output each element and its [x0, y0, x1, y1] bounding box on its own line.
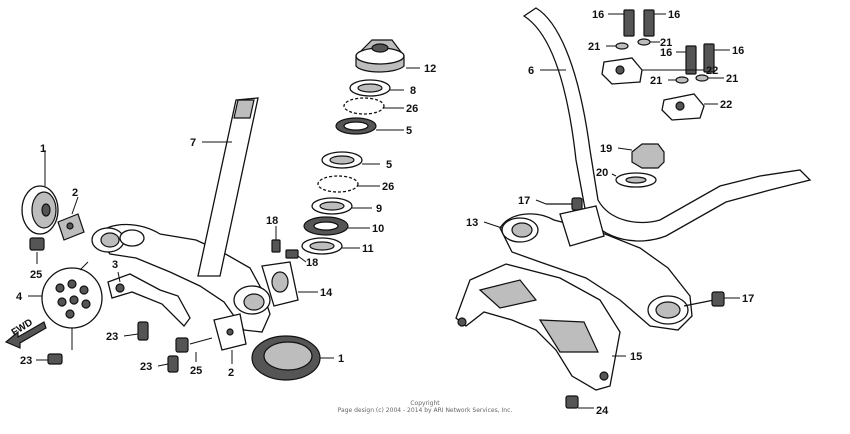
callout-16: 16: [732, 45, 744, 57]
callout-17: 17: [518, 195, 530, 207]
callout-26: 26: [382, 181, 394, 193]
callout-21: 21: [650, 75, 662, 87]
callout-19: 19: [600, 143, 612, 155]
callout-12: 12: [424, 63, 436, 75]
callout-16: 16: [668, 9, 680, 21]
handlebar-holder-part-22: [601, 57, 718, 121]
callout-4: 4: [16, 291, 23, 303]
callout-18: 18: [266, 215, 278, 227]
callout-23: 23: [140, 361, 152, 373]
callout-1: 1: [40, 143, 46, 155]
callout-23: 23: [106, 331, 118, 343]
bracket-part-left: [57, 196, 85, 241]
handlebar-part: [522, 7, 812, 242]
callout-13: 13: [466, 217, 478, 229]
callout-21: 21: [660, 37, 672, 49]
callout-25: 25: [30, 269, 42, 281]
lower-fork-bridge-part: [91, 223, 271, 333]
stem-nut-part: [617, 143, 665, 169]
callout-14: 14: [320, 287, 333, 299]
bracket-part-lower: [213, 313, 247, 364]
handlebar-holder-bolts: [608, 9, 730, 75]
stem-washer-part: [611, 172, 657, 188]
callout-25: 25: [190, 365, 202, 377]
callout-23: 23: [20, 355, 32, 367]
callout-3: 3: [112, 259, 118, 271]
forward-direction-indicator: FWD: [4, 317, 47, 349]
callout-21: 21: [588, 41, 600, 53]
steering-stem-part: [197, 97, 259, 277]
callout-8: 8: [410, 85, 416, 97]
callout-11: 11: [362, 243, 374, 255]
headlight-rim-part: [21, 150, 59, 235]
callout-5: 5: [386, 159, 392, 171]
callout-6: 6: [528, 65, 534, 77]
callout-17: 17: [742, 293, 754, 305]
bolt-part-17-top: [535, 197, 583, 211]
callout-numbers: 1 2 25 3 4 23 23 23 25 2 1 7 14 18 18 12…: [16, 9, 754, 417]
callout-7: 7: [190, 137, 196, 149]
washer-part-21: [606, 38, 724, 84]
bolt-part-23: [36, 321, 179, 373]
callout-2: 2: [228, 367, 234, 379]
callout-21: 21: [726, 73, 738, 85]
callout-10: 10: [372, 223, 384, 235]
headlight-lens-part: [251, 335, 334, 381]
callout-6: 5: [406, 125, 412, 137]
bolt-part-24: [565, 395, 594, 409]
fork-clamp-part: [261, 261, 318, 307]
copyright-text: Page design (c) 2004 - 2014 by ARI Netwo…: [337, 407, 513, 414]
copyright-notice: Copyright Page design (c) 2004 - 2014 by…: [300, 400, 550, 414]
callout-16: 16: [592, 9, 604, 21]
callout-20: 20: [596, 167, 608, 179]
callout-18: 18: [306, 257, 318, 269]
bolt-part-25-left: [29, 237, 45, 264]
callout-24: 24: [596, 405, 609, 417]
bolt-part-25-lower: [175, 337, 213, 362]
callout-15: 15: [630, 351, 642, 363]
callout-26: 26: [406, 103, 418, 115]
copyright-title: Copyright: [410, 400, 440, 407]
callout-16: 16: [660, 47, 672, 59]
callout-22: 22: [720, 99, 732, 111]
steering-bearing-stack: [301, 39, 420, 255]
callout-9: 9: [376, 203, 382, 215]
horn-bracket-part: [107, 271, 191, 327]
callout-1: 1: [338, 353, 344, 365]
headlight-bracket-part: [455, 263, 626, 391]
bolt-part-17-right: [683, 291, 740, 307]
upper-fork-bridge-part: [483, 205, 693, 331]
horn-part: [28, 261, 103, 350]
callout-22: 22: [706, 65, 718, 77]
bolt-part-18: [271, 226, 307, 263]
callout-2: 2: [72, 187, 78, 199]
